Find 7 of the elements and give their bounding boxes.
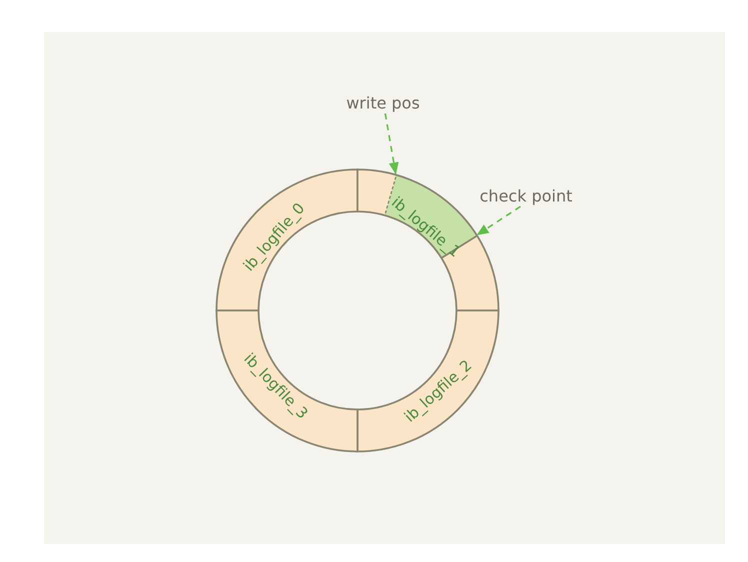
annotation-label: write pos (346, 94, 420, 112)
log-file-segment (214, 308, 358, 452)
leader-arrow (476, 206, 521, 236)
log-file-segment (214, 168, 358, 312)
annotation-label: check point (480, 186, 572, 206)
log-file-segment (356, 308, 500, 452)
leader-arrow (384, 113, 399, 175)
